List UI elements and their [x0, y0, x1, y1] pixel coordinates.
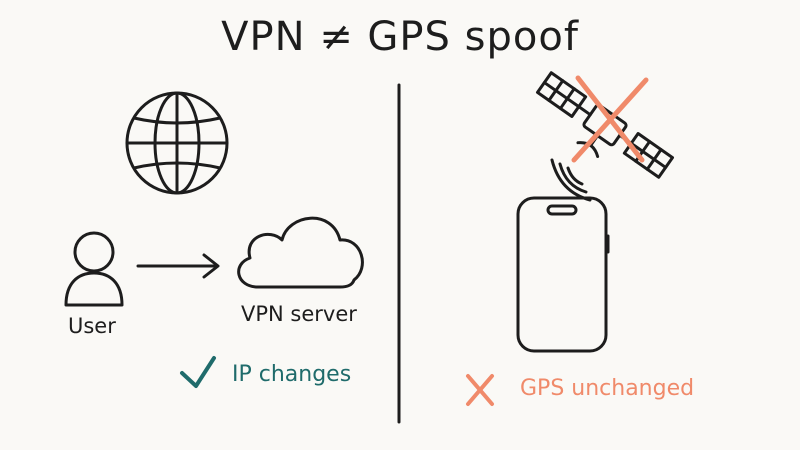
user-icon [64, 231, 124, 307]
vpn-server-label: VPN server [241, 302, 357, 326]
arrow-icon [136, 253, 220, 279]
signal-waves-icon [550, 158, 592, 202]
check-icon [180, 356, 216, 388]
gps-unchanged-label: GPS unchanged [520, 376, 695, 401]
user-label: User [68, 314, 116, 338]
cloud-icon [237, 216, 364, 289]
phone-icon [516, 196, 610, 353]
globe-icon [125, 91, 229, 195]
cross-icon [466, 374, 494, 406]
satellite-cross-icon [571, 75, 649, 163]
diagram-title: VPN ≠ GPS spoof [221, 14, 579, 60]
ip-changes-label: IP changes [232, 362, 352, 387]
